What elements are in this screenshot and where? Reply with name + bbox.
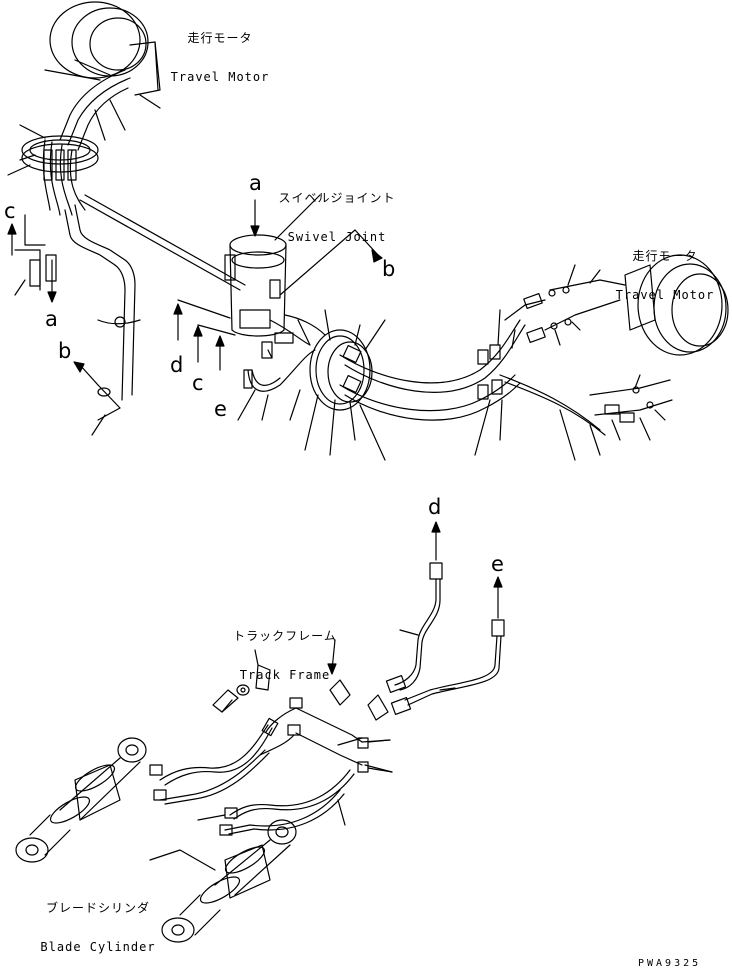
track-frame-brackets <box>255 639 389 721</box>
travel-motor-right-en: Travel Motor <box>615 288 715 302</box>
swivel-hoses <box>243 314 326 392</box>
marker-c-mid: c <box>192 371 204 395</box>
travel-motor-right-jp: 走行モータ <box>632 249 698 263</box>
blade-cylinder-en: Blade Cylinder <box>40 940 156 954</box>
marker-c-left: c <box>4 199 16 223</box>
blade-cylinder-jp: ブレードシリンダ <box>45 901 150 915</box>
leader-lines-lower <box>197 629 456 826</box>
blade-cylinder-left <box>15 737 147 863</box>
left-long-pipe <box>64 194 246 421</box>
travel-motor-top-en: Travel Motor <box>170 70 270 84</box>
left-motor-hoses <box>42 69 131 216</box>
left-fittings <box>14 214 57 291</box>
middle-flange <box>309 329 373 411</box>
track-frame-en: Track Frame <box>239 668 331 682</box>
arrows-left <box>7 223 99 386</box>
travel-motor-left <box>49 1 161 96</box>
marker-b-left: b <box>58 339 72 363</box>
swivel-joint-jp: スイベルジョイント <box>278 191 396 205</box>
marker-d-mid: d <box>170 353 184 377</box>
track-frame-jp: トラックフレーム <box>233 629 337 643</box>
track-frame-label: トラックフレーム Track Frame <box>230 604 340 695</box>
blade-cylinder-label: ブレードシリンダ Blade Cylinder <box>38 876 158 967</box>
travel-motor-top-label: 走行モータ Travel Motor <box>170 6 270 97</box>
lower-arrows <box>431 521 503 619</box>
blade-cylinder-hoses <box>149 717 355 836</box>
right-motor-fittings <box>504 279 673 423</box>
travel-motor-right <box>624 254 729 356</box>
blade-cylinder-right <box>149 819 297 943</box>
leader-lines-middle <box>237 194 666 461</box>
tube-set-middle <box>259 697 393 773</box>
marker-d-lower: d <box>428 495 442 519</box>
swivel-joint-label: スイベルジョイント Swivel Joint <box>272 166 402 257</box>
marker-b-right: b <box>382 257 396 281</box>
marker-a-top: a <box>249 171 262 195</box>
marker-e-mid: e <box>214 397 227 421</box>
travel-motor-right-label: 走行モータ Travel Motor <box>610 224 720 315</box>
marker-e-lower: e <box>491 552 504 576</box>
drawing-code: PWA9325 <box>638 958 702 969</box>
bolt-washer <box>212 684 250 713</box>
swivel-joint <box>224 199 287 337</box>
lower-hoses <box>385 562 505 715</box>
leader-lines-top-left <box>7 59 161 436</box>
main-hoses-right <box>339 319 606 436</box>
swivel-joint-en: Swivel Joint <box>287 230 387 244</box>
arrows-middle <box>173 299 236 371</box>
left-flange <box>21 135 99 181</box>
travel-motor-top-jp: 走行モータ <box>187 31 253 45</box>
marker-a-left: a <box>45 307 58 331</box>
